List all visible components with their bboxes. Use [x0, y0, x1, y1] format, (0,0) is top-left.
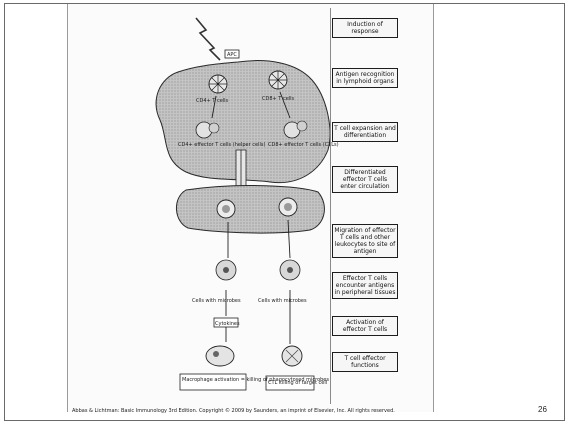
step-migration-label: Migration of effector T cells and other …: [332, 224, 398, 258]
cd8-naive-cell: [269, 71, 287, 89]
apc-label: APC: [227, 52, 237, 58]
tissue-cd4-encounter: [216, 260, 236, 280]
cd4-label: CD4+ T cells: [196, 98, 229, 104]
step-encounter-label: Effector T cells encounter antigens in p…: [332, 272, 398, 299]
macrophage-cell: [206, 346, 234, 366]
step-antigen-recognition-label: Antigen recognition in lymphoid organs: [332, 68, 398, 88]
tissue-cd8-encounter: [280, 260, 300, 280]
cd8-effector-label: CD8+ effector T cells (CTLs): [268, 142, 339, 148]
step-induction-label: Induction of response: [332, 18, 398, 38]
cd4-naive-cell: [209, 75, 227, 93]
step-effector-functions-label: T cell effector functions: [332, 352, 398, 372]
circulating-cd4-cell: [217, 200, 235, 218]
step-expansion-label: T cell expansion and differentiation: [332, 122, 398, 142]
diagram-divider: [330, 8, 331, 404]
cd4-effector-label: CD4+ effector T cells (helper cells): [178, 142, 265, 148]
cells-with-microbes-right-label: Cells with microbes: [258, 298, 307, 304]
step-activation-label: Activation of effector T cells: [332, 316, 398, 336]
blood-vessel: [176, 186, 324, 234]
page-number: 26: [538, 405, 547, 414]
ctl-target-cell: [282, 346, 302, 366]
cd8-label: CD8+ T cells: [262, 96, 295, 102]
step-circulation-label: Differentiated effector T cells enter ci…: [332, 166, 398, 193]
cells-with-microbes-left-label: Cells with microbes: [192, 298, 241, 304]
copyright-footer: Abbas & Lichtman: Basic Immunology 3rd E…: [72, 408, 522, 414]
ctl-outcome-label: CTL killing of target cell: [268, 380, 327, 386]
antigen-entry-arrow: [196, 18, 220, 60]
cytokines-label: Cytokines: [215, 321, 240, 327]
circulating-cd8-cell: [279, 198, 297, 216]
